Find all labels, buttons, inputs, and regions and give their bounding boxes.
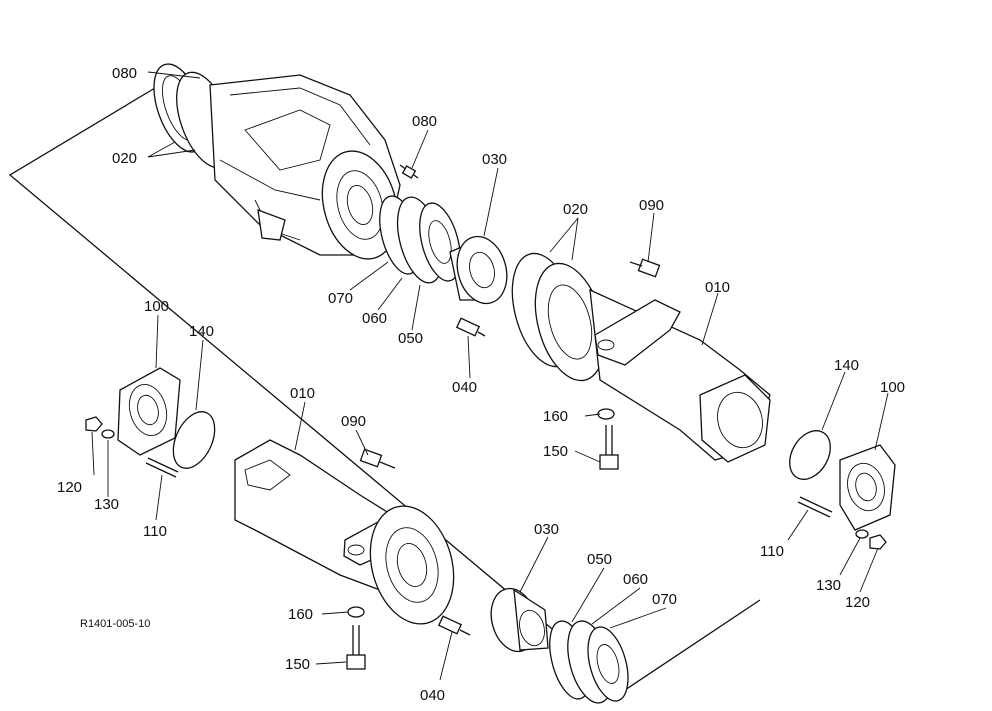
callout-150-lower: 150 — [285, 656, 310, 673]
upper-hub — [449, 235, 508, 305]
bearing-holder-right — [839, 444, 896, 531]
lower-brake-plates — [549, 620, 629, 704]
callout-140-left: 140 — [189, 323, 214, 340]
callout-030-lower: 030 — [534, 521, 559, 538]
callout-060-lower: 060 — [623, 571, 648, 588]
callout-090-upper: 090 — [639, 197, 664, 214]
callout-050-upper: 050 — [398, 330, 423, 347]
upper-brake-plates — [379, 195, 461, 284]
callout-010-lower: 010 — [290, 385, 315, 402]
callout-080-stud: 080 — [412, 113, 437, 130]
lower-axle-housing — [234, 439, 455, 625]
o-ring-left — [172, 411, 216, 469]
callout-100-left: 100 — [144, 298, 169, 315]
leader-lines — [91, 71, 889, 681]
lower-bolt-040 — [437, 615, 471, 636]
callout-130-right: 130 — [816, 577, 841, 594]
callout-110-right: 110 — [760, 543, 784, 560]
callout-110-left: 110 — [143, 523, 167, 540]
callout-040-lower: 040 — [420, 687, 445, 704]
lower-hub — [490, 587, 549, 653]
callout-120-left: 120 — [57, 479, 82, 496]
callout-070-upper: 070 — [328, 290, 353, 307]
callout-050-lower: 050 — [587, 551, 612, 568]
callout-120-right: 120 — [845, 594, 870, 611]
left-fasteners — [85, 416, 179, 478]
callout-140-right: 140 — [834, 357, 859, 374]
differential-housing — [153, 63, 419, 260]
callout-070-lower: 070 — [652, 591, 677, 608]
callout-040-upper: 040 — [452, 379, 477, 396]
lower-bolt-090 — [359, 448, 396, 469]
callout-100-right: 100 — [880, 379, 905, 396]
callout-060-upper: 060 — [362, 310, 387, 327]
callout-160-upper: 160 — [543, 408, 568, 425]
reference-code: R1401-005-10 — [80, 618, 150, 630]
assembly-frame — [8, 87, 761, 691]
bearing-holder-left — [117, 367, 181, 456]
callout-labels: 080 020 080 030 020 090 010 070 060 050 … — [57, 65, 905, 704]
lower-washer-bolt — [346, 606, 366, 670]
callout-160-lower: 160 — [288, 606, 313, 623]
callout-020-upper: 020 — [563, 201, 588, 218]
callout-010-upper: 010 — [705, 279, 730, 296]
upper-bolt-090 — [629, 258, 661, 278]
upper-bolt-040 — [455, 317, 486, 337]
callout-080-housing: 080 — [112, 65, 137, 82]
right-fasteners — [797, 496, 887, 550]
callout-030-upper: 030 — [482, 151, 507, 168]
callout-090-lower: 090 — [341, 413, 366, 430]
callout-150-upper: 150 — [543, 443, 568, 460]
callout-020-housing: 020 — [112, 150, 137, 167]
upper-washer-bolt — [597, 408, 619, 470]
upper-axle-housing — [511, 252, 771, 463]
o-ring-right — [789, 430, 831, 480]
callout-130-left: 130 — [94, 496, 119, 513]
